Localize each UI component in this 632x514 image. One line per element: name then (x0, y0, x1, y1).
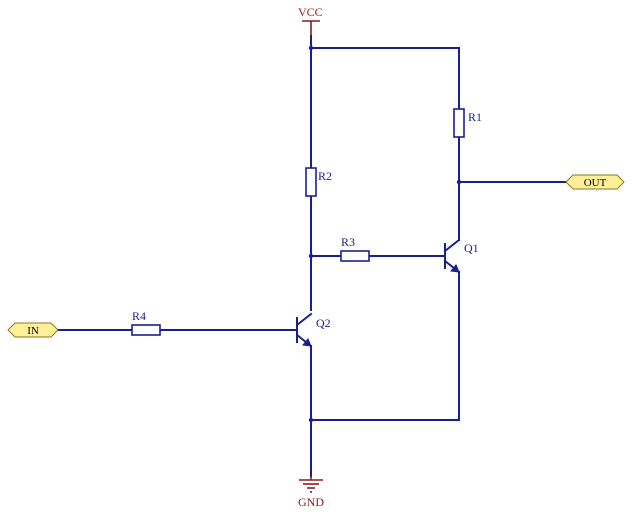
resistor-r2-label: R2 (318, 169, 332, 183)
gnd-label: GND (298, 495, 324, 509)
transistor-q2-collector-lead (295, 312, 313, 327)
resistor-r2: R2 (305, 167, 332, 197)
junctions (308, 45, 462, 423)
resistor-r1: R1 (453, 108, 482, 138)
input-port-shape (7, 322, 59, 338)
output-port-shape (565, 174, 625, 190)
transistor-q2-label: Q2 (316, 316, 331, 330)
transistor-q2: Q2 (295, 312, 331, 348)
resistor-r1-body (453, 108, 465, 138)
resistor-r1-label: R1 (468, 110, 482, 124)
input-port: IN (7, 322, 59, 338)
resistor-r2-body (305, 167, 317, 197)
transistor-q2-emitter-arrow (302, 338, 312, 347)
transistor-q1-collector-lead (443, 238, 461, 253)
junction-bottom (308, 417, 314, 423)
junction-r3 (308, 253, 314, 259)
junction-vcc (308, 45, 314, 51)
input-port-label: IN (27, 325, 39, 337)
resistor-r4-label: R4 (132, 309, 146, 323)
transistor-q1-emitter-arrow (450, 264, 460, 273)
resistor-r4-body (131, 324, 161, 336)
wires (57, 35, 567, 477)
resistor-r4: R4 (131, 309, 161, 336)
output-port-label: OUT (584, 177, 607, 189)
gnd-power-symbol: GND (298, 476, 324, 509)
resistor-r3-body (340, 250, 370, 262)
vcc-power-symbol: VCC (298, 5, 323, 36)
output-port: OUT (565, 174, 625, 190)
junction-output (456, 179, 462, 185)
vcc-label: VCC (298, 5, 323, 19)
resistor-r3: R3 (340, 235, 370, 262)
resistor-r3-label: R3 (341, 235, 355, 249)
transistor-q1: Q1 (443, 238, 479, 274)
transistor-q1-label: Q1 (464, 241, 479, 255)
